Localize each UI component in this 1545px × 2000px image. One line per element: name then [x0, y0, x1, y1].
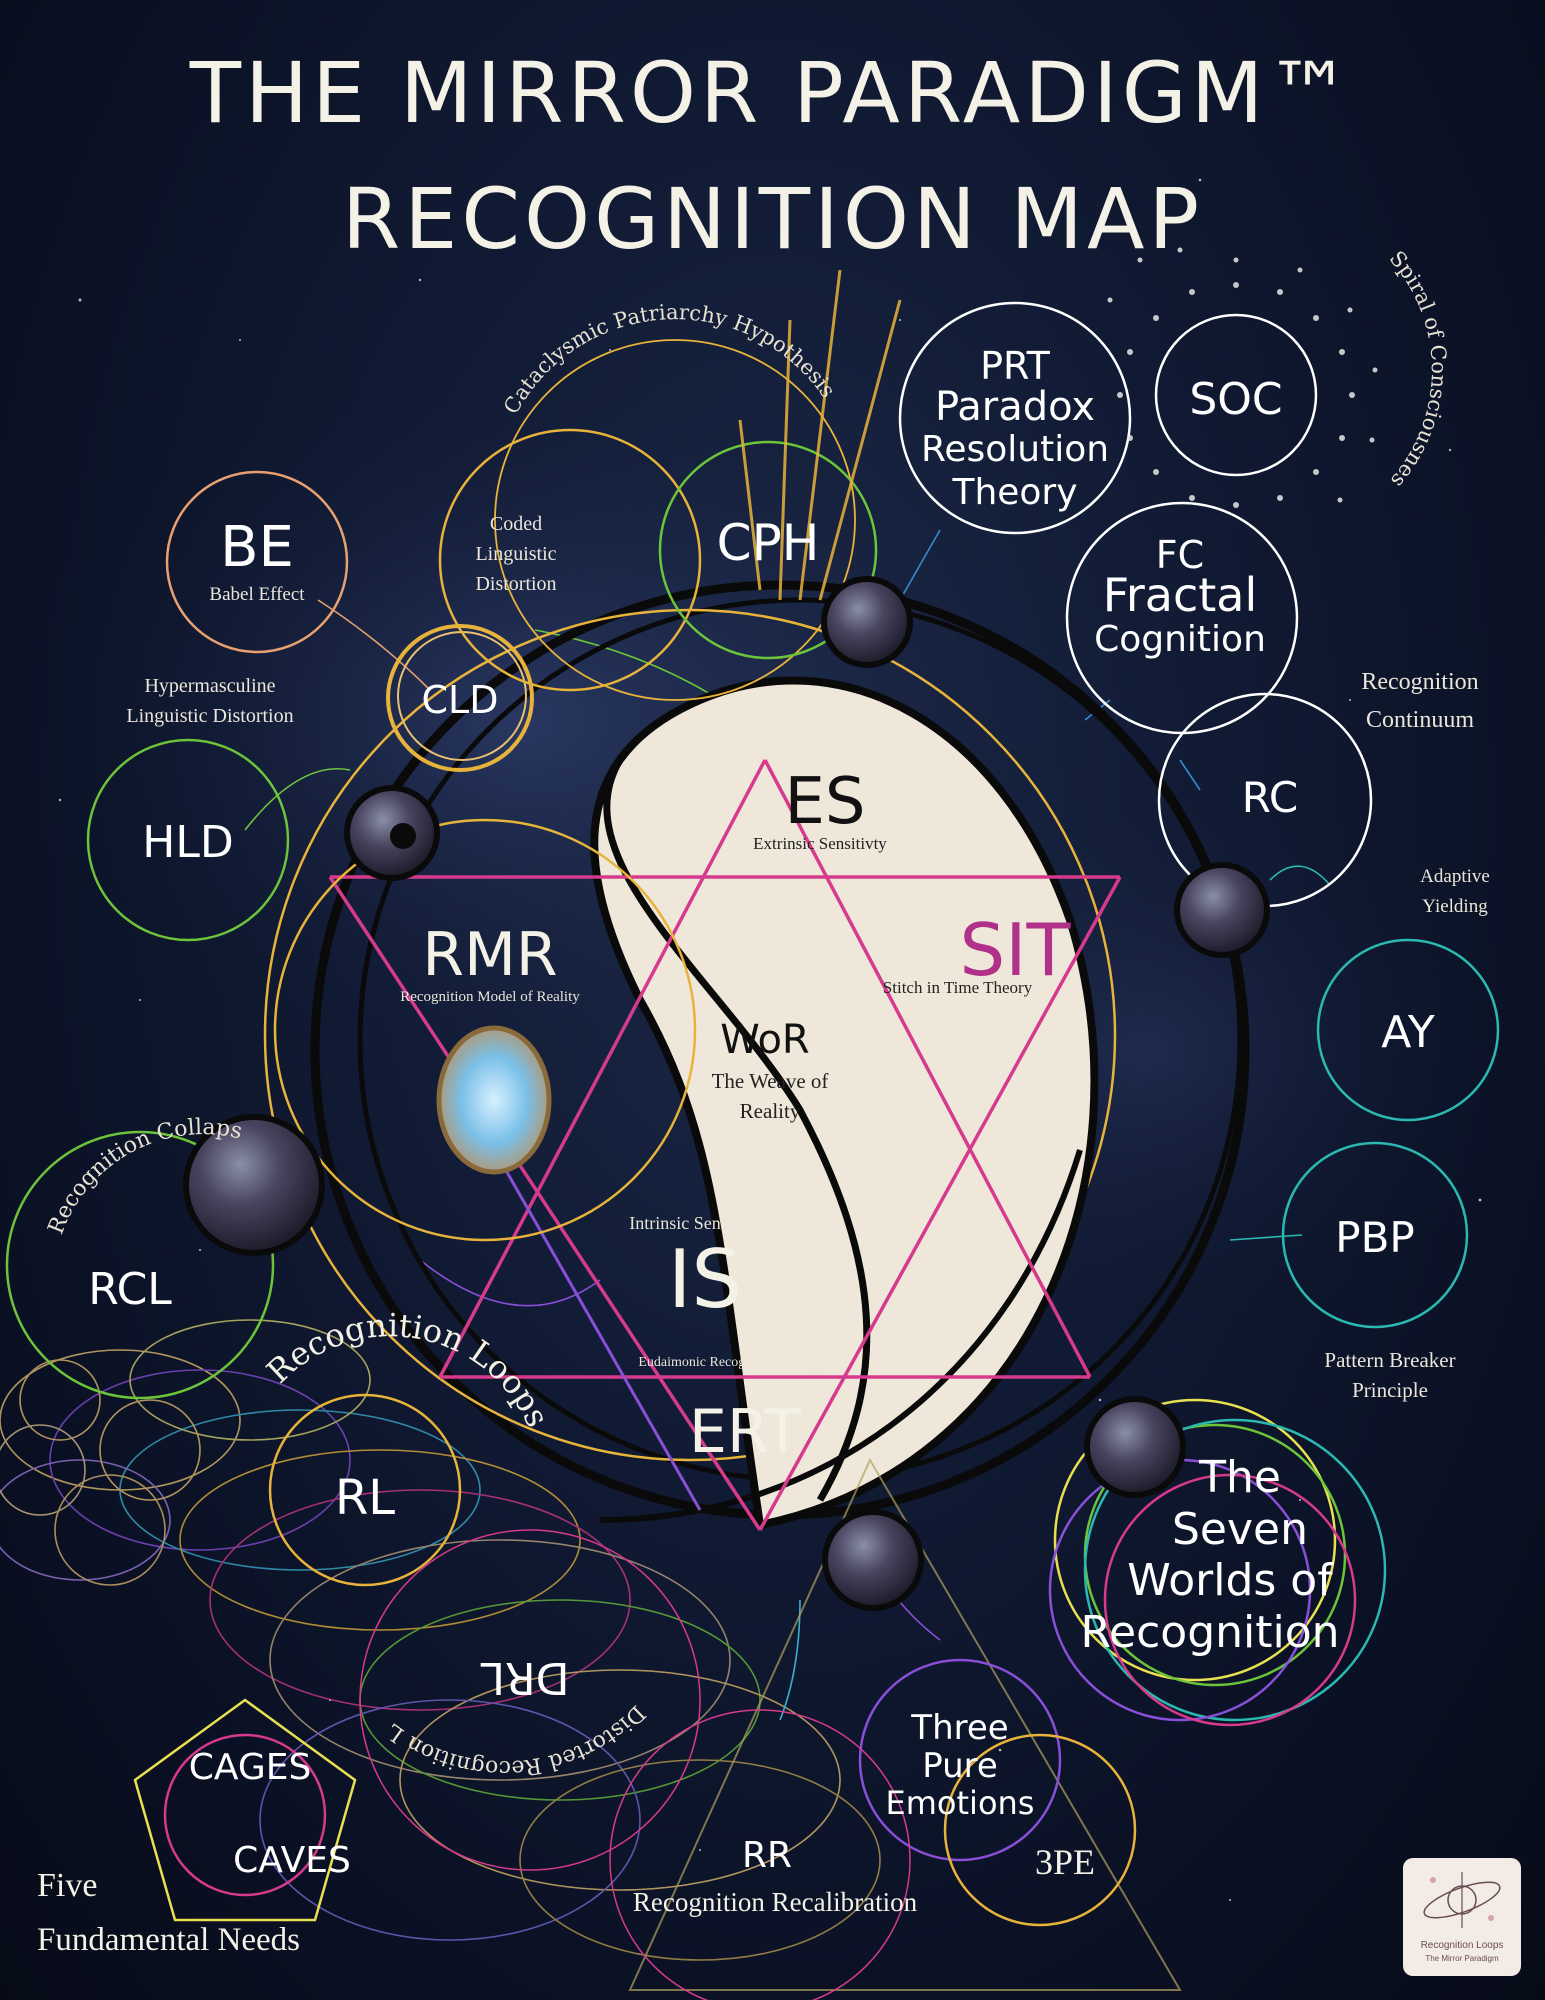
yin-yang-dark-edge: [599, 1149, 1083, 1523]
prt-line-4: Theory: [952, 472, 1078, 513]
spiral-dots: [1107, 247, 1378, 508]
planet-top: [821, 576, 913, 668]
logo-line-1: Recognition Loops: [1420, 1940, 1504, 1951]
cld-name-1: Coded: [489, 513, 543, 535]
rcl-arc-label: Recognition Collapse: [0, 0, 244, 1238]
swr-circle-1[interactable]: [1053, 1398, 1337, 1682]
rc-abbr: RC: [1241, 773, 1299, 822]
recognition-loops-scribbles: [0, 1319, 881, 1961]
gold-triangle: [628, 1457, 1182, 1991]
cld-name-3: Distortion: [475, 573, 557, 595]
ffn-line-1: Five: [37, 1867, 98, 1904]
yin-yang-light-half: [590, 676, 1099, 1530]
prt-line-2: Paradox: [934, 384, 1096, 430]
cld-abbr: CLD: [421, 678, 499, 722]
tpe-circle[interactable]: [858, 1658, 1062, 1862]
sit-abbr: SIT: [959, 908, 1071, 992]
rcl-circle[interactable]: [5, 1130, 275, 1400]
ffn-circle-1[interactable]: [163, 1733, 327, 1897]
soc-abbr: SOC: [1189, 374, 1283, 425]
cld-circle[interactable]: [386, 624, 534, 772]
title-line-2: RECOGNITION MAP: [341, 170, 1204, 268]
ay-name-1: Adaptive: [1420, 866, 1490, 887]
title-line-1: THE MIRROR PARADIGM™: [189, 44, 1356, 142]
swr-line-1: The: [1199, 1452, 1281, 1503]
tpe-line-2: Pure: [922, 1746, 998, 1786]
five-needs-pentagon: [133, 1698, 357, 1922]
ay-abbr: AY: [1381, 1007, 1435, 1058]
wor-name-2: Reality: [739, 1099, 801, 1123]
ert-abbr: ERT: [689, 1397, 801, 1467]
rr-abbr: RR: [741, 1835, 793, 1876]
wor-abbr: WoR: [720, 1017, 810, 1063]
coded-ling-circle: [438, 428, 702, 692]
planet-bottom: [822, 1509, 924, 1611]
pbp-name-1: Pattern Breaker: [1324, 1348, 1456, 1372]
rcl-abbr: RCL: [88, 1264, 172, 1315]
es-abbr: ES: [784, 765, 866, 839]
prt-line-1: PRT: [980, 344, 1050, 388]
soc-circle[interactable]: [1154, 313, 1318, 477]
cph-arc-circle: [494, 339, 856, 701]
ay-circle[interactable]: [1316, 938, 1500, 1122]
rl-abbr: RL: [334, 1470, 396, 1526]
cph-circle[interactable]: [658, 440, 878, 660]
rc-name-2: Continuum: [1365, 707, 1474, 733]
cages-label: CAGES: [188, 1747, 312, 1788]
cph-arc-label: Cataclysmic Patriarchy Hypothesis: [499, 300, 840, 418]
rmr-name: Recognition Model of Reality: [400, 989, 580, 1005]
rl-circle[interactable]: [268, 1393, 462, 1587]
sit-name: Stitch in Time Theory: [882, 978, 1033, 997]
be-abbr: BE: [220, 515, 294, 580]
drl-abbr: DRL: [480, 1652, 570, 1703]
fc-line-1: FC: [1155, 533, 1205, 577]
hld-name-2: Linguistic Distortion: [126, 705, 294, 727]
swr-line-3: Worlds of: [1127, 1555, 1333, 1606]
rmr-circle: [273, 818, 697, 1242]
planet-left-lower: [183, 1114, 325, 1256]
planet-bottom-right: [1084, 1396, 1186, 1498]
ffn-line-2: Fundamental Needs: [37, 1922, 301, 1958]
fc-line-3: Cognition: [1094, 619, 1266, 660]
tpe-line-3: Emotions: [885, 1784, 1035, 1822]
pbp-abbr: PBP: [1335, 1213, 1415, 1262]
logo-mark-icon: [1423, 1872, 1501, 1928]
rmr-abbr: RMR: [422, 920, 558, 990]
ay-name-2: Yielding: [1422, 896, 1488, 917]
meteor-streaks: [738, 269, 902, 601]
be-circle[interactable]: [165, 470, 349, 654]
caves-label: CAVES: [233, 1840, 351, 1881]
cph-abbr: CPH: [716, 514, 820, 572]
ert-name: Eudaimonic Recognition Theory: [638, 1355, 822, 1370]
rr-circle[interactable]: [609, 1709, 911, 2000]
planet-right: [1174, 862, 1270, 958]
opal-mirror: [436, 1025, 552, 1175]
logo-line-2: The Mirror Paradigm: [1425, 1954, 1499, 1963]
tpe-abbr: 3PE: [1034, 1842, 1095, 1882]
drl-circle[interactable]: [359, 1529, 701, 1871]
rr-name: Recognition Recalibration: [632, 1887, 918, 1917]
cld-name-2: Linguistic: [475, 543, 557, 565]
fc-line-2: Fractal: [1102, 568, 1258, 622]
wor-name-1: The Weave of: [711, 1069, 829, 1093]
hld-abbr: HLD: [142, 817, 234, 868]
swr-line-4: Recognition: [1080, 1607, 1340, 1658]
yin-yang-inner-curve: [603, 758, 871, 1502]
is-name: Intrinsic Sensitivity: [629, 1213, 771, 1233]
pbp-name-2: Principle: [1352, 1378, 1428, 1402]
rc-name-1: Recognition: [1361, 669, 1479, 695]
be-name: Babel Effect: [209, 584, 305, 605]
swr-line-2: Seven: [1172, 1504, 1308, 1555]
prt-line-3: Resolution: [920, 429, 1110, 470]
es-name: Extrinsic Sensitivty: [753, 834, 887, 853]
hld-name-1: Hypermasculine: [144, 675, 276, 697]
tpe-line-1: Three: [911, 1708, 1009, 1748]
hexagram: [328, 759, 1122, 1531]
recognition-loops-logo: Recognition Loops The Mirror Paradigm: [1403, 1858, 1521, 1976]
pbp-circle[interactable]: [1281, 1141, 1469, 1329]
prt-circle[interactable]: [898, 301, 1132, 535]
hld-circle[interactable]: [86, 738, 290, 942]
is-abbr: IS: [667, 1233, 743, 1326]
